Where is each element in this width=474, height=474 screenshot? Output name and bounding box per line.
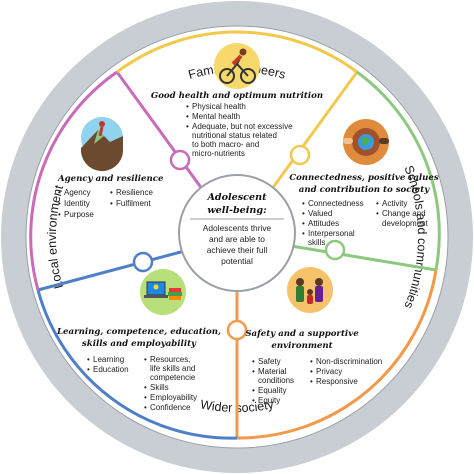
connectedness-title-1: Connectedness, positive values: [289, 173, 439, 183]
center-circle: [178, 174, 296, 292]
agency-bullet: •: [58, 210, 61, 219]
safety-item-4: Equality: [258, 386, 286, 395]
connectedness-item-3: Attitudes: [308, 219, 339, 228]
connectedness-bullet: •: [302, 219, 305, 228]
agency-bullet: •: [58, 199, 61, 208]
learning-item-8: Confidence: [150, 403, 191, 412]
learning-item-5: competencie: [150, 373, 196, 382]
safety-bullet: •: [310, 377, 313, 386]
connectedness-bullet: •: [302, 229, 305, 238]
health-item-5: to both macro- and: [192, 140, 259, 149]
safety-bullet: •: [310, 357, 313, 366]
connectedness-item-7: Change and: [382, 209, 426, 218]
learning-item-3: Resources,: [150, 355, 190, 364]
learning-bullet: •: [144, 393, 147, 402]
safety-bullet: •: [252, 386, 255, 395]
learning-item-4: life skills and: [150, 364, 195, 373]
safety-item-6: Non-discrimination: [316, 357, 382, 366]
agency-item-2: Identity: [64, 199, 90, 208]
health-item: •: [186, 122, 189, 131]
safety-bullet: •: [252, 396, 255, 405]
health-item-3: Adequate, but not excessive: [192, 122, 293, 131]
laptop-books-icon: [140, 269, 186, 315]
health-list: • Physical health • Mental health • Adeq…: [186, 102, 293, 158]
health-item-4: nutritional status related: [192, 131, 277, 140]
safety-title-1: Safety and a supportive: [245, 329, 359, 339]
health-item-2: Mental health: [192, 112, 240, 121]
learning-title-2: skills and employability: [82, 339, 197, 349]
learning-item-1: Learning: [93, 355, 124, 364]
safety-item-5: Equity: [258, 396, 280, 405]
safety-item-7: Privacy: [316, 367, 342, 376]
center-title-line1: Adolescent: [206, 192, 267, 203]
learning-bullet: •: [87, 365, 90, 374]
safety-item-2: Material: [258, 367, 287, 376]
safety-item-8: Responsive: [316, 377, 358, 386]
ring-label-left: Local environment: [45, 183, 66, 290]
connectedness-item-6: Activity: [382, 199, 407, 208]
learning-item-2: Education: [93, 365, 129, 374]
learning-list: • Learning • Education • Resources, life…: [87, 355, 197, 412]
center-text-2: and are able to: [209, 234, 265, 244]
connectedness-bullet: •: [376, 209, 379, 218]
learning-bullet: •: [87, 355, 90, 364]
safety-title-2: environment: [271, 341, 332, 351]
health-item: •: [186, 112, 189, 121]
agency-item-4: Resilience: [116, 188, 153, 197]
connectedness-item-8: development: [382, 219, 429, 228]
center-title-line2: well-being:: [207, 205, 267, 216]
health-item: •: [186, 102, 189, 111]
agency-list: • Agency • Identity • Purpose • Resilien…: [58, 188, 153, 219]
health-item-1: Physical health: [192, 102, 246, 111]
agency-item-1: Agency: [64, 188, 91, 197]
connectedness-bullet: •: [376, 199, 379, 208]
agency-item-3: Purpose: [64, 210, 94, 219]
connectedness-item-2: Valued: [308, 209, 332, 218]
health-title: Good health and optimum nutrition: [151, 91, 323, 101]
family-icon: [287, 267, 333, 313]
climber-icon: [80, 117, 123, 172]
center-text-1: Adolescents thrive: [203, 223, 272, 233]
safety-bullet: •: [252, 367, 255, 376]
agency-title: Agency and resilience: [57, 174, 164, 184]
learning-item-6: Skills: [150, 383, 169, 392]
learning-bullet: •: [144, 403, 147, 412]
learning-bullet: •: [144, 383, 147, 392]
safety-bullet: •: [310, 367, 313, 376]
learning-item-7: Employability: [150, 393, 197, 402]
safety-bullet: •: [252, 357, 255, 366]
connectedness-item-5: skills: [308, 238, 325, 247]
puzzle-knobs: [132, 144, 346, 341]
safety-item-1: Safety: [258, 357, 281, 366]
connectedness-title-2: and contribution to society: [299, 185, 430, 195]
connectedness-list: • Connectedness • Valued • Attitudes • I…: [302, 199, 429, 247]
connectedness-item-4: Interpersonal: [308, 229, 355, 238]
learning-bullet: •: [144, 355, 147, 364]
connectedness-bullet: •: [302, 199, 305, 208]
health-item-6: micro-nutrients: [192, 149, 245, 158]
agency-bullet: •: [110, 199, 113, 208]
learning-title-1: Learning, competence, education,: [56, 327, 221, 337]
agency-bullet: •: [110, 188, 113, 197]
connectedness-bullet: •: [302, 209, 305, 218]
center-text-3: achieve their full: [207, 245, 268, 255]
hands-globe-icon: [343, 119, 389, 165]
agency-bullet: •: [58, 188, 61, 197]
safety-item-3: conditions: [258, 376, 294, 385]
safety-list: • Safety • Material conditions • Equalit…: [252, 357, 382, 405]
cyclist-icon: [214, 43, 260, 89]
agency-item-5: Fulfilment: [116, 199, 151, 208]
center-text-4: potential: [221, 256, 253, 266]
connectedness-item-1: Connectedness: [308, 199, 364, 208]
